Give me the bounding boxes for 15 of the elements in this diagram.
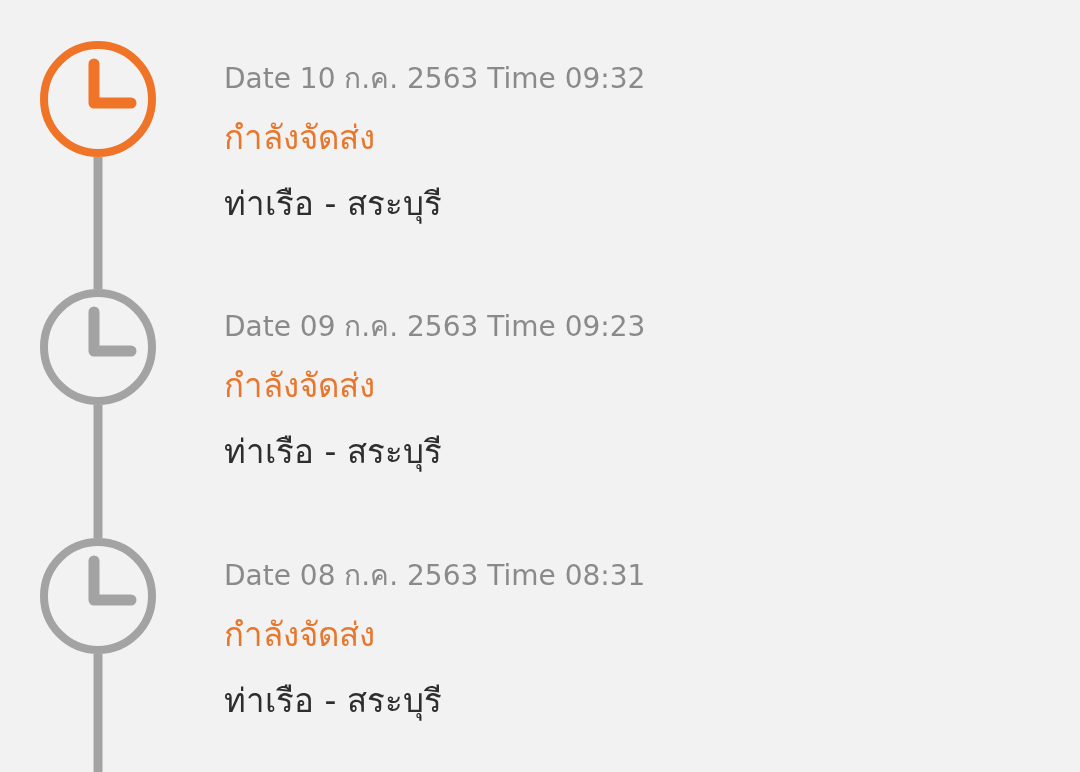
location-text: ท่าเรือ - สระบุรี [224,183,442,225]
timeline-line [93,405,103,538]
location-text: ท่าเรือ - สระบุรี [224,431,442,473]
clock-icon [40,41,156,157]
clock-icon [40,289,156,405]
location-text: ท่าเรือ - สระบุรี [224,680,442,722]
status-text: กำลังจัดส่ง [224,365,375,407]
status-text: กำลังจัดส่ง [224,117,375,159]
clock-icon [40,538,156,654]
date-time-text: Date 10 ก.ค. 2563 Time 09:32 [224,61,646,96]
date-time-text: Date 09 ก.ค. 2563 Time 09:23 [224,309,646,344]
timeline-line [93,654,103,772]
timeline-line [93,157,103,289]
status-text: กำลังจัดส่ง [224,614,375,656]
date-time-text: Date 08 ก.ค. 2563 Time 08:31 [224,558,646,593]
